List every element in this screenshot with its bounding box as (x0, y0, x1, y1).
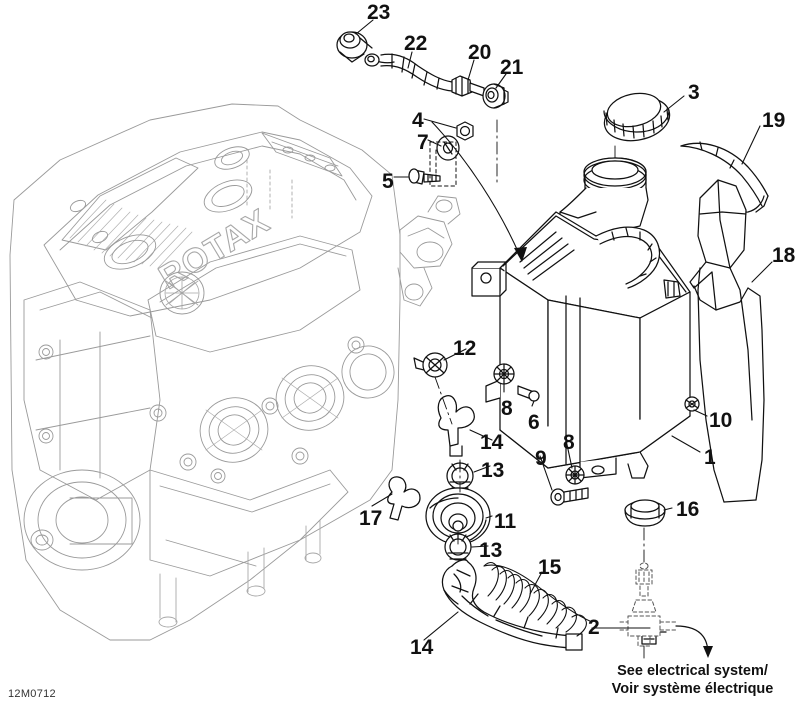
callout-22: 22 (404, 32, 428, 55)
part-3-reservoir-cap (603, 92, 671, 142)
part-23-hose-end-fitting (336, 31, 373, 63)
part-22-vent-hose (364, 53, 453, 92)
alignment-axes (434, 119, 645, 661)
callout-13-upper: 13 (481, 459, 505, 482)
part-5-screw (408, 168, 441, 185)
callout-18: 18 (772, 244, 796, 267)
callout-20: 20 (468, 41, 492, 64)
assembly-arrows (431, 121, 527, 262)
part-16-grommet (624, 499, 666, 527)
part-10-screw (684, 396, 700, 412)
callout-11: 11 (494, 510, 517, 533)
callout-5: 5 (382, 170, 394, 193)
part-8-lock-washer-lower (565, 465, 585, 485)
sensor-wire (675, 625, 713, 658)
callout-6: 6 (528, 411, 540, 434)
callout-12: 12 (453, 337, 477, 360)
part-17-fitting (387, 476, 421, 521)
callout-13-lower: 13 (479, 539, 503, 562)
part-11-pressure-cap (425, 487, 491, 545)
part-13-hose-clamp-lower (444, 532, 472, 561)
part-1-coolant-reservoir (471, 157, 691, 479)
drawing-reference-code: 12M0712 (8, 688, 56, 700)
part-15-spiral-hose-protector (483, 561, 593, 637)
callout-1: 1 (704, 446, 716, 469)
part-14-hose-upper (437, 395, 475, 457)
callout-17: 17 (359, 507, 383, 530)
callout-19: 19 (762, 109, 786, 132)
callout-14-lower: 14 (410, 636, 434, 659)
callout-3: 3 (688, 81, 700, 104)
callout-8-lower: 8 (563, 431, 575, 454)
callout-4: 4 (412, 109, 424, 132)
callout-14-upper: 14 (480, 431, 504, 454)
callout-2: 2 (588, 616, 600, 639)
callout-16: 16 (676, 498, 700, 521)
part-12-clamp (413, 352, 448, 378)
callout-7: 7 (417, 131, 429, 154)
part-21-grommet (482, 83, 509, 109)
callout-21: 21 (500, 56, 524, 79)
callout-15: 15 (538, 556, 562, 579)
foreground-parts (336, 19, 773, 661)
callout-10: 10 (709, 409, 733, 432)
part-4-nut (456, 121, 474, 141)
part-8-lock-washer-upper (493, 363, 515, 385)
part-9-screw (550, 487, 589, 506)
callout-23: 23 (367, 1, 391, 24)
electrical-system-note: See electrical system/ Voir système élec… (611, 663, 774, 697)
electrical-sensor-ghost (619, 562, 677, 647)
leader-lines (355, 19, 773, 641)
callout-9: 9 (535, 447, 547, 470)
callout-8-upper: 8 (501, 397, 513, 420)
part-18-lower-support-bracket (689, 179, 765, 503)
part-14-hose-lower (441, 559, 583, 651)
